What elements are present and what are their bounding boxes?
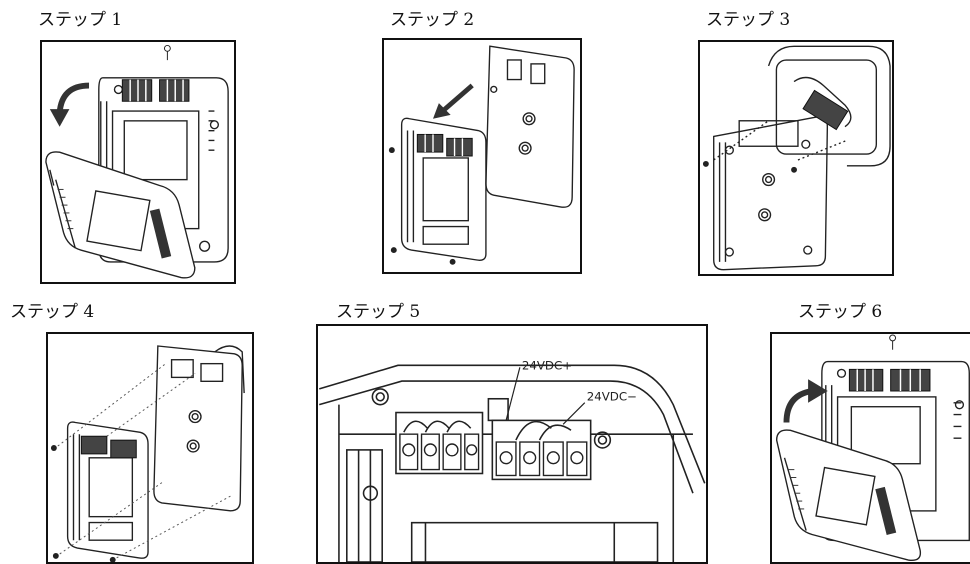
step-6-panel (770, 332, 970, 564)
step-5-label: ステップ 5 (336, 302, 421, 322)
step-6-illustration (775, 334, 970, 561)
terminal-block-icon (121, 79, 190, 102)
screw-icon (702, 160, 797, 173)
screw-icon (388, 147, 456, 265)
screw-icon (163, 44, 171, 61)
step-5-illustration: 24VDC+ 24VDC− (319, 358, 706, 562)
step-4-panel (46, 332, 254, 564)
callout-24vdc-minus: 24VDC− (587, 390, 637, 404)
curved-arrow-icon (783, 379, 828, 423)
step-2-illustration (388, 45, 575, 265)
step-1-panel (40, 40, 236, 284)
terminal-block-icon (395, 411, 484, 475)
terminal-block-icon (416, 133, 473, 157)
screw-icon (889, 334, 897, 350)
terminal-block-icon (491, 419, 592, 481)
step-5-panel: 24VDC+ 24VDC− (316, 324, 708, 564)
step-4-label: ステップ 4 (10, 302, 95, 322)
curved-arrow-icon (49, 82, 90, 127)
step-3-label: ステップ 3 (706, 10, 791, 30)
step-4-illustration (50, 345, 245, 562)
straight-arrow-icon (433, 83, 474, 119)
step-2-panel (382, 38, 582, 274)
terminal-block-icon (848, 368, 931, 392)
screw-icon (50, 445, 116, 562)
step-3-illustration (702, 45, 891, 271)
step-1-label: ステップ 1 (38, 10, 123, 30)
step-2-label: ステップ 2 (390, 10, 475, 30)
step-6-label: ステップ 6 (798, 302, 883, 322)
terminal-block-icon (80, 435, 137, 459)
callout-24vdc-plus: 24VDC+ (522, 358, 572, 372)
step-1-illustration (45, 44, 229, 279)
step-3-panel (698, 40, 894, 276)
